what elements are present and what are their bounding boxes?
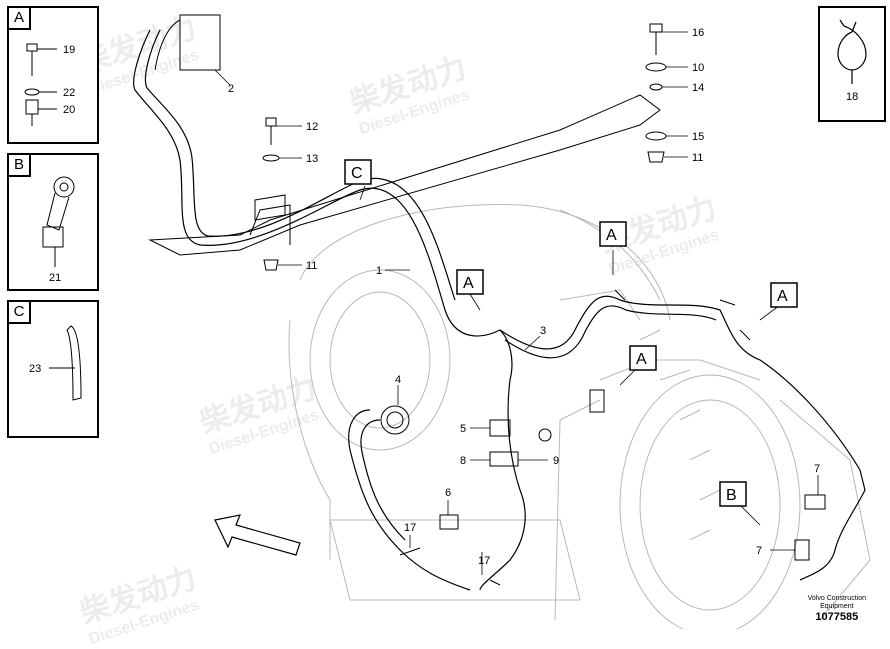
panel-b-parts: 21 <box>42 176 75 284</box>
document-footer: Volvo Construction Equipment 1077585 <box>808 595 866 623</box>
view-tag-label: A <box>777 288 788 305</box>
direction-arrow-icon <box>214 514 301 556</box>
fastener-stack <box>262 23 667 271</box>
engine-outline <box>288 203 871 629</box>
callout-label: 7 <box>814 463 820 475</box>
detail-panel-b: B 21 <box>7 153 99 291</box>
diagram-canvas: 2 16 10 14 15 11 12 13 11 1 3 4 5 8 9 6 … <box>133 14 871 629</box>
detail-panel-c: C 23 <box>7 300 99 438</box>
detail-panel-a: A 19 22 20 <box>7 6 99 144</box>
document-number: 1077585 <box>815 611 859 623</box>
callout-label: 17 <box>404 522 416 534</box>
callout-label: 8 <box>460 455 466 467</box>
detail-panel-clip: 18 <box>818 6 886 122</box>
panel-a-parts: 19 22 20 <box>24 43 75 126</box>
callout-label: 5 <box>460 423 466 435</box>
bracket-assembly <box>148 94 661 256</box>
callout-label: 14 <box>692 82 704 94</box>
panel-label: 21 <box>49 272 61 284</box>
panel-letter: B <box>9 155 31 177</box>
callout-label: 11 <box>306 260 317 272</box>
panel-label: 23 <box>29 363 41 375</box>
callout-label: 1 <box>376 265 382 277</box>
panel-label: 19 <box>63 44 75 56</box>
publisher-line2: Equipment <box>820 603 854 610</box>
panel-clip-parts: 18 <box>837 19 867 103</box>
panel-label: 18 <box>846 91 858 103</box>
view-tag-label: B <box>726 487 737 504</box>
view-tag-label: A <box>463 275 474 292</box>
callout-label: 15 <box>692 131 704 143</box>
callout-label: 3 <box>540 325 546 337</box>
panel-label: 22 <box>63 87 75 99</box>
callout-label: 9 <box>553 455 559 467</box>
callout-label: 2 <box>228 83 234 95</box>
callout-label: 4 <box>395 374 401 386</box>
wiring-harness <box>133 29 866 591</box>
callout-label: 11 <box>692 152 703 164</box>
callout-label: 7 <box>756 545 762 557</box>
panel-label: 20 <box>63 104 75 116</box>
view-tag-label: A <box>606 227 617 244</box>
callout-label: 16 <box>692 27 704 39</box>
panel-c-parts: 23 <box>29 325 82 401</box>
publisher-line1: Volvo Construction <box>807 595 866 602</box>
view-tags <box>344 159 798 507</box>
view-tag-label: A <box>636 351 647 368</box>
panel-letter: C <box>9 302 31 324</box>
callout-label: 17 <box>478 555 490 567</box>
callout-label: 12 <box>306 121 318 133</box>
view-tag-label: C <box>351 165 363 182</box>
callout-label: 13 <box>306 153 318 165</box>
callout-label: 6 <box>445 487 451 499</box>
leader-lines <box>214 31 819 575</box>
callout-label: 10 <box>692 62 704 74</box>
panel-letter: A <box>9 8 31 30</box>
components <box>154 14 826 586</box>
